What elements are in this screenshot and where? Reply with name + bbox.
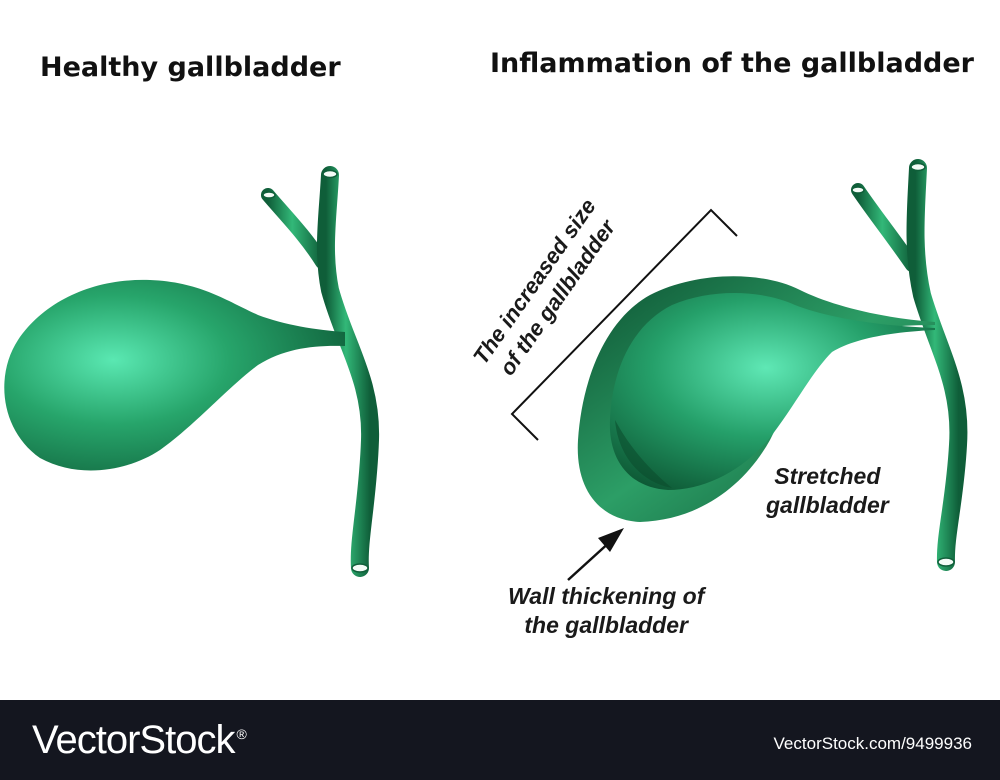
inflamed-gallbladder: [577, 159, 968, 571]
healthy-gallbladder: [4, 166, 380, 577]
wall-arrow: [567, 528, 624, 581]
label-stretched-line-1: Stretched: [774, 463, 881, 489]
gallbladder-illustration: [4, 159, 968, 581]
healthy-gallbladder-sac: [4, 279, 346, 471]
inflamed-hepatic-duct-branch: [851, 183, 919, 272]
label-wall-thickening: Wall thickening of the gallbladder: [508, 582, 704, 640]
footer-bar: VectorStock® VectorStock.com/9499936: [0, 700, 1000, 780]
image-id-link[interactable]: VectorStock.com/9499936: [773, 734, 972, 753]
inflamed-gallbladder-sac: [609, 292, 935, 490]
title-inflamed: Inflammation of the gallbladder: [490, 48, 974, 79]
inflamed-duct-end-bottom: [937, 557, 955, 567]
healthy-hepatic-duct-branch: [261, 188, 329, 269]
brand-registered-mark: ®: [236, 725, 246, 742]
inflamed-duct-end-branch: [851, 186, 865, 194]
diagram-canvas: Healthy gallbladder Inflammation of the …: [4, 48, 974, 640]
label-wall-line-2: the gallbladder: [524, 611, 688, 638]
label-stretched: Stretched gallbladder: [766, 462, 889, 520]
size-bracket: [510, 208, 738, 441]
inflamed-common-duct: [906, 159, 968, 571]
brand-logo[interactable]: VectorStock®: [32, 718, 247, 763]
label-wall-line-1: Wall thickening of: [508, 583, 705, 609]
inflamed-wall-fold: [615, 420, 672, 488]
healthy-common-duct: [316, 166, 380, 577]
healthy-duct-end-bottom: [351, 563, 369, 573]
healthy-duct-end-branch: [262, 191, 276, 199]
label-stretched-line-2: gallbladder: [766, 491, 889, 518]
brand-name: VectorStock: [32, 718, 235, 762]
inflamed-duct-end-top: [910, 162, 926, 172]
title-healthy: Healthy gallbladder: [40, 52, 341, 83]
healthy-duct-end-top: [322, 169, 338, 179]
